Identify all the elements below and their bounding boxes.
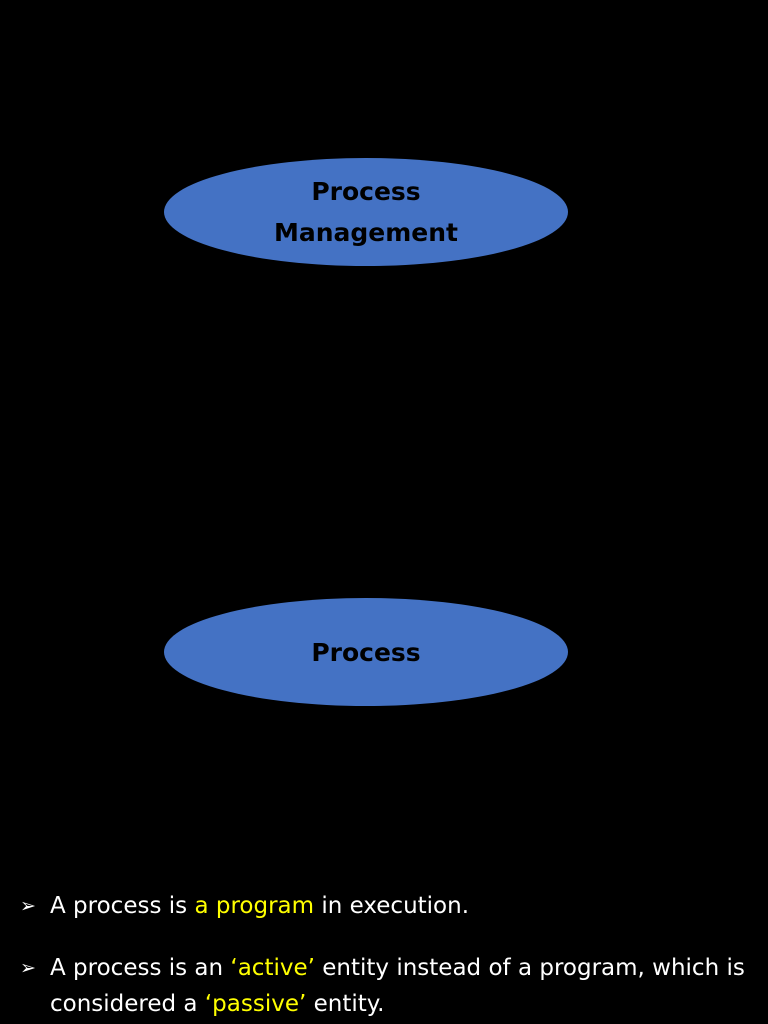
bullet-1-segment-0: A process is: [50, 893, 195, 919]
bullet-text-1: A process is a program in execution.: [50, 888, 750, 924]
list-item: ➢ A process is a program in execution.: [20, 888, 750, 924]
process-ellipse-line-1: Process: [311, 637, 421, 667]
bullet-2-segment-0: A process is an: [50, 955, 231, 981]
bullet-2-segment-2: entity instead of a program, which is co…: [50, 955, 745, 1017]
bullet-2-segment-3: ‘passive’: [204, 991, 307, 1017]
bullet-text-2: A process is an ‘active’ entity instead …: [50, 950, 750, 1022]
process-management-ellipse-line-1: Process: [311, 177, 421, 206]
list-item: ➢ A process is an ‘active’ entity instea…: [20, 950, 750, 1022]
process-management-ellipse[interactable]: Process Management: [164, 158, 568, 266]
bullet-2-segment-4: entity.: [306, 991, 385, 1017]
arrow-bullet-icon: ➢: [20, 957, 36, 979]
arrow-bullet-icon: ➢: [20, 895, 36, 917]
process-ellipse[interactable]: Process: [164, 598, 568, 706]
process-management-ellipse-line-2: Management: [273, 218, 459, 247]
bullet-1-segment-2: in execution.: [314, 893, 470, 919]
bullet-1-segment-1: a program: [194, 893, 315, 919]
bullet-list: ➢ A process is a program in execution. ➢…: [20, 888, 750, 1022]
bullet-2-segment-1: ‘active’: [230, 955, 315, 981]
